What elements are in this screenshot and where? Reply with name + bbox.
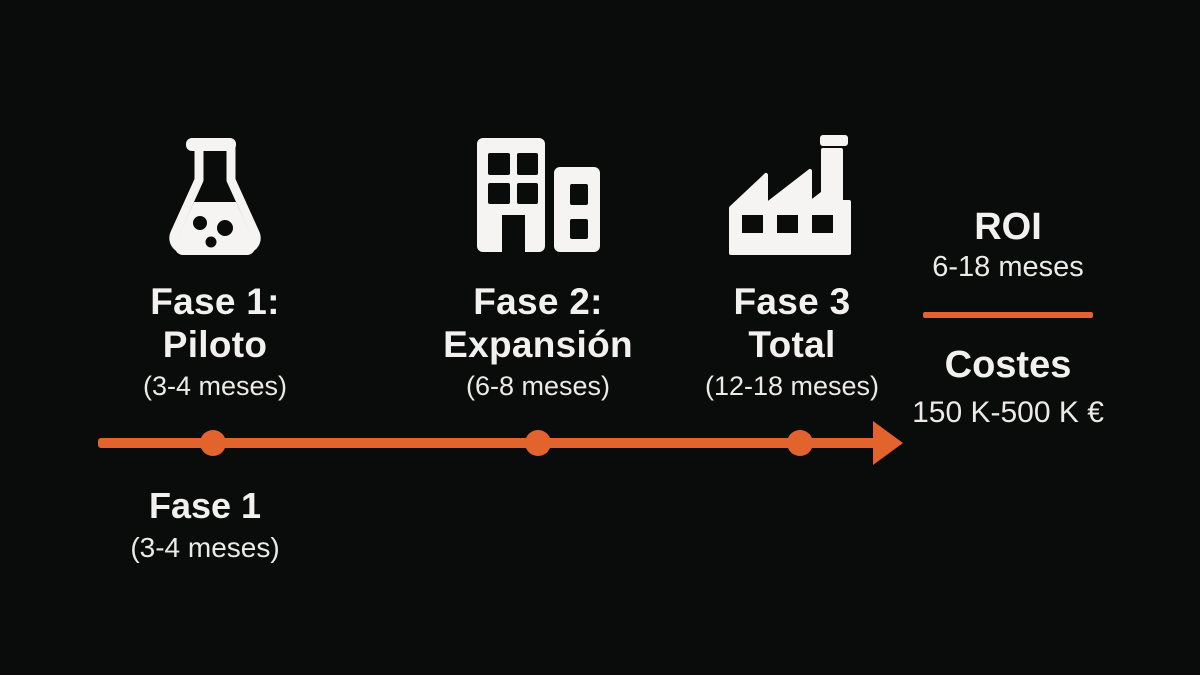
orange-divider	[923, 312, 1093, 318]
phase-3-title-line1: Fase 3	[733, 281, 851, 322]
timeline-dot	[200, 430, 226, 456]
timeline	[98, 421, 903, 465]
phase-3-label: Fase 3 Total (12-18 meses)	[652, 280, 932, 405]
phase-2-title-line1: Fase 2:	[473, 281, 603, 322]
costes-value: 150 K-500 K €	[912, 396, 1104, 429]
timeline-caption: Fase 1 (3-4 meses)	[105, 484, 305, 566]
timeline-dot	[525, 430, 551, 456]
arrowhead-icon	[873, 421, 903, 465]
phase-1-title-line1: Fase 1:	[150, 281, 280, 322]
flask-icon	[169, 138, 261, 255]
buildings-icon	[477, 138, 600, 252]
summary-panel: ROI 6-18 meses Costes 150 K-500 K €	[880, 204, 1136, 430]
phase-2-title-line2: Expansión	[443, 324, 633, 365]
phase-1-title-line2: Piloto	[162, 324, 268, 365]
roi-value: 6-18 meses	[932, 251, 1084, 283]
phase-3-title-line2: Total	[748, 324, 836, 365]
timeline-line	[98, 438, 880, 448]
phase-2-label: Fase 2: Expansión (6-8 meses)	[398, 280, 678, 405]
phase-3-duration: (12-18 meses)	[704, 371, 880, 401]
phase-2-duration: (6-8 meses)	[465, 371, 611, 401]
roi-label: ROI	[974, 206, 1042, 248]
timeline-caption-title: Fase 1	[148, 485, 262, 526]
timeline-dot	[787, 430, 813, 456]
timeline-caption-duration: (3-4 meses)	[130, 532, 280, 563]
costes-label: Costes	[944, 344, 1072, 386]
factory-icon	[729, 135, 851, 255]
phase-1-duration: (3-4 meses)	[142, 371, 288, 401]
phase-1-label: Fase 1: Piloto (3-4 meses)	[75, 280, 355, 405]
